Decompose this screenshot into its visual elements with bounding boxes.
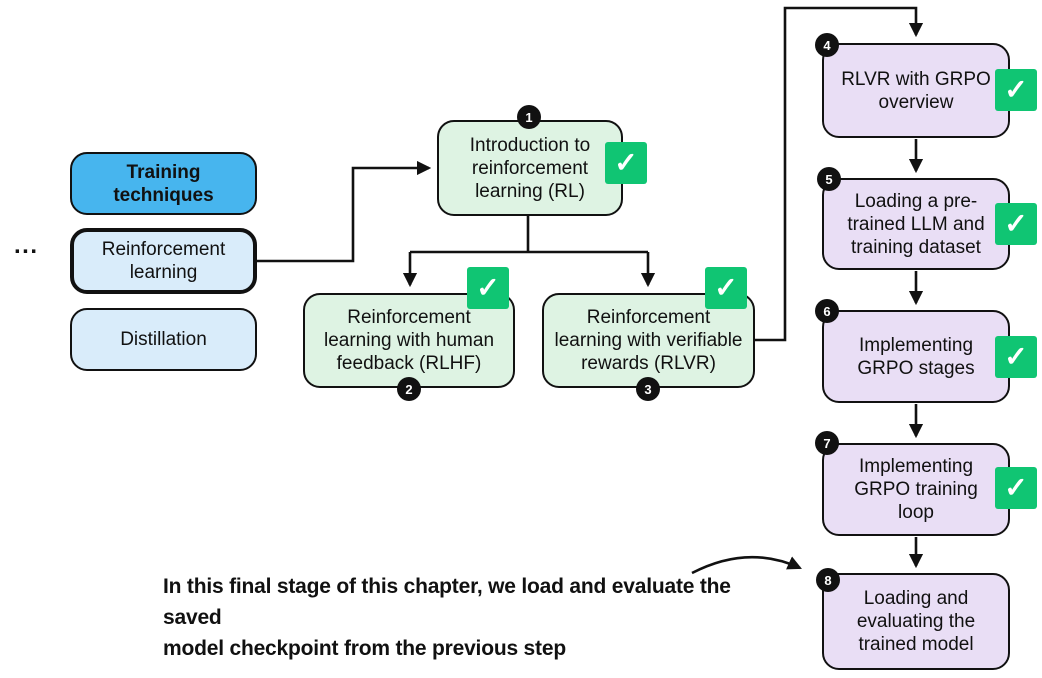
topic-box-reinforcement-learning: Reinforcement learning: [70, 228, 257, 294]
step-label: RLVR with GRPO overview: [841, 68, 991, 113]
step-node-rlvr: Reinforcement learning with verifiable r…: [542, 293, 755, 388]
check-glyph: ✓: [1004, 341, 1028, 372]
step-number-badge: 1: [517, 105, 541, 129]
check-glyph: ✓: [1004, 74, 1028, 105]
completed-check-icon: ✓: [995, 69, 1037, 111]
step-number-badge: 2: [397, 377, 421, 401]
connector-topic-to-step1: [257, 160, 432, 263]
step-number-badge: 5: [817, 167, 841, 191]
step-node-evaluating-trained-model: Loading and evaluating the trained model: [822, 573, 1010, 670]
ellipsis-indicator: ...: [14, 232, 39, 259]
step-number-badge: 4: [815, 33, 839, 57]
step-number-badge: 6: [815, 299, 839, 323]
step-number-badge: 7: [815, 431, 839, 455]
completed-check-icon: ✓: [995, 203, 1037, 245]
annotation-line-2: model checkpoint from the previous step: [163, 637, 566, 660]
check-glyph: ✓: [1004, 472, 1028, 503]
step-number-badge: 3: [636, 377, 660, 401]
step-node-loading-llm-dataset: Loading a pre-trained LLM and training d…: [822, 178, 1010, 270]
completed-check-icon: ✓: [995, 336, 1037, 378]
step-label: Introduction to reinforcement learning (…: [469, 134, 591, 202]
topic-label: Training techniques: [113, 161, 214, 206]
check-glyph: ✓: [476, 272, 500, 303]
step-label: Implementing GRPO stages: [857, 334, 975, 379]
completed-check-icon: ✓: [705, 267, 747, 309]
step-number-badge: 8: [816, 568, 840, 592]
topic-box-distillation: Distillation: [70, 308, 257, 371]
step-label: Implementing GRPO training loop: [854, 456, 978, 523]
step-node-grpo-overview: RLVR with GRPO overview: [822, 43, 1010, 138]
completed-check-icon: ✓: [995, 467, 1037, 509]
step-label: Reinforcement learning with human feedba…: [323, 307, 495, 374]
step-label: Loading a pre-trained LLM and training d…: [847, 190, 985, 258]
annotation-line-1: In this final stage of this chapter, we …: [163, 575, 731, 629]
topic-box-training-techniques: Training techniques: [70, 152, 257, 215]
annotation-text: In this final stage of this chapter, we …: [163, 571, 743, 664]
step-node-intro-rl: Introduction to reinforcement learning (…: [437, 120, 623, 216]
check-glyph: ✓: [614, 147, 638, 178]
completed-check-icon: ✓: [467, 267, 509, 309]
completed-check-icon: ✓: [605, 142, 647, 184]
topic-label: Reinforcement learning: [101, 239, 226, 283]
step-node-grpo-training-loop: Implementing GRPO training loop: [822, 443, 1010, 536]
check-glyph: ✓: [714, 272, 738, 303]
step-node-grpo-stages: Implementing GRPO stages: [822, 310, 1010, 403]
topic-label: Distillation: [120, 329, 207, 350]
check-glyph: ✓: [1004, 208, 1028, 239]
step-label: Loading and evaluating the trained model: [856, 588, 976, 655]
step-label: Reinforcement learning with verifiable r…: [554, 307, 743, 374]
